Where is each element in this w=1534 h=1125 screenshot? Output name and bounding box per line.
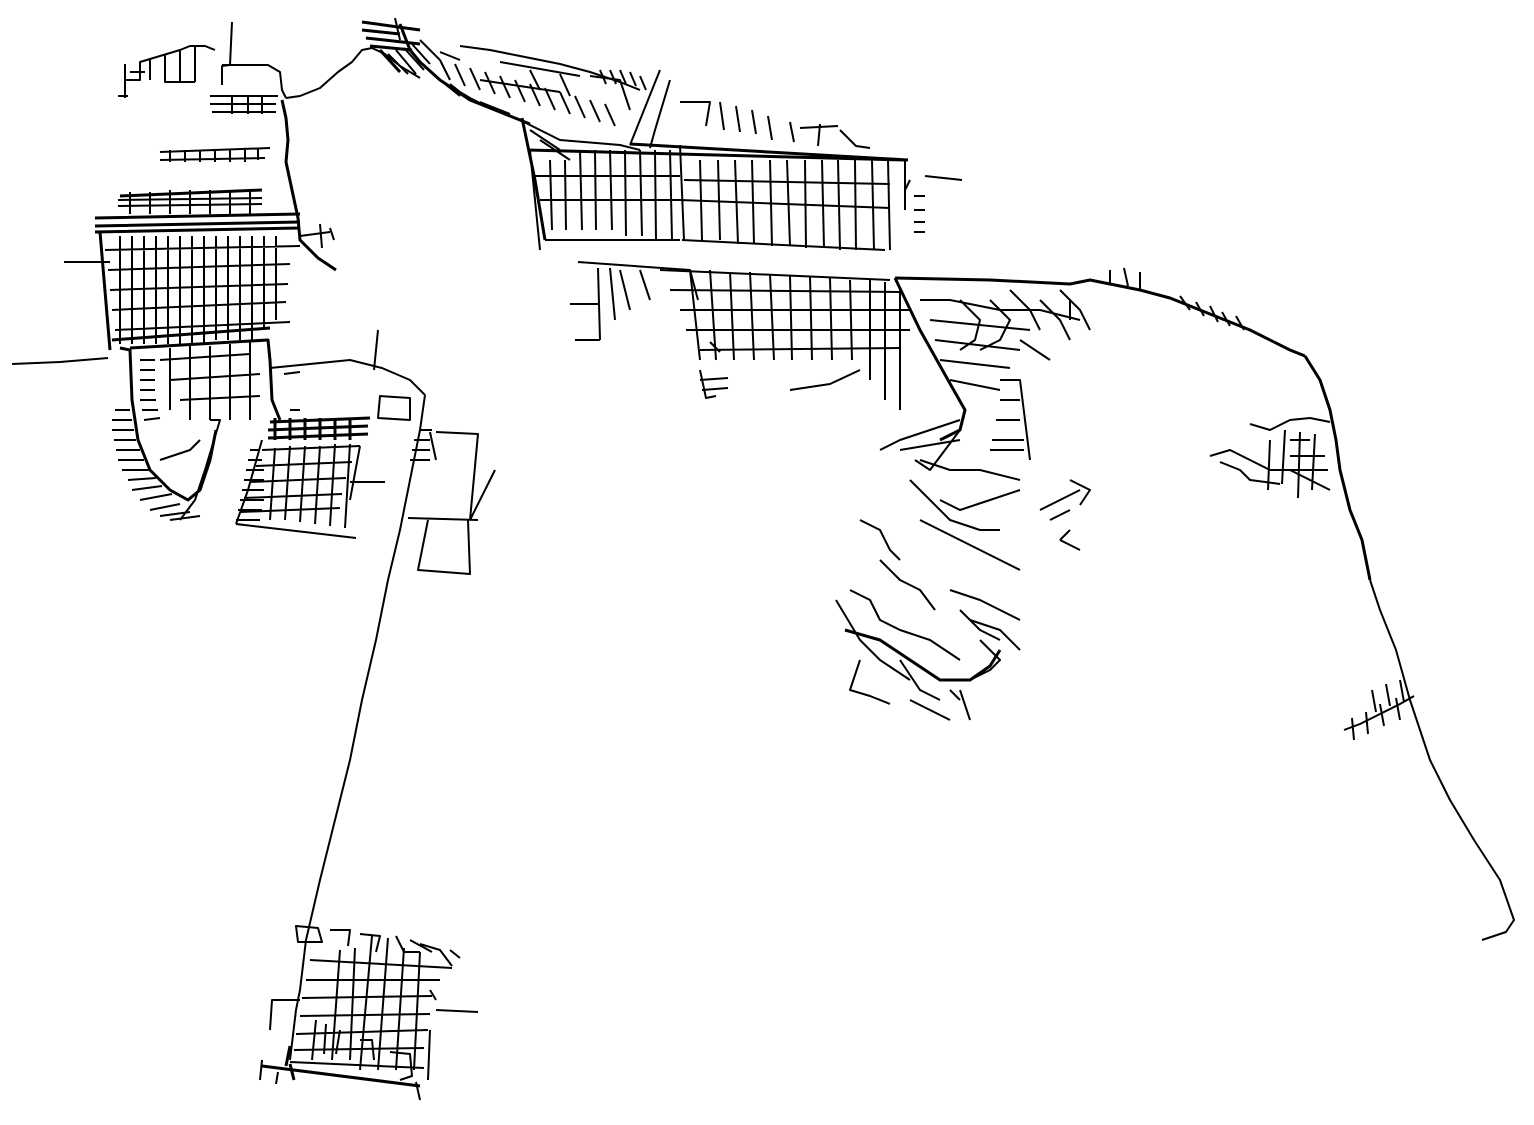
road-grid-east-central (659, 269, 1306, 471)
road-grid-central (520, 101, 963, 341)
road-grid-north-central (361, 17, 671, 161)
road-grid-west (94, 188, 335, 351)
road-cluster-northwest (118, 21, 287, 162)
road-cluster-east (1209, 417, 1331, 499)
road-spine-south (305, 394, 496, 941)
road-grid-southeast-hills (835, 459, 1091, 721)
road-coastal-east (1109, 267, 1515, 941)
road-grid-south-central (235, 395, 411, 539)
road-grid-southwest (112, 329, 426, 521)
road-grid-south (259, 925, 479, 1101)
